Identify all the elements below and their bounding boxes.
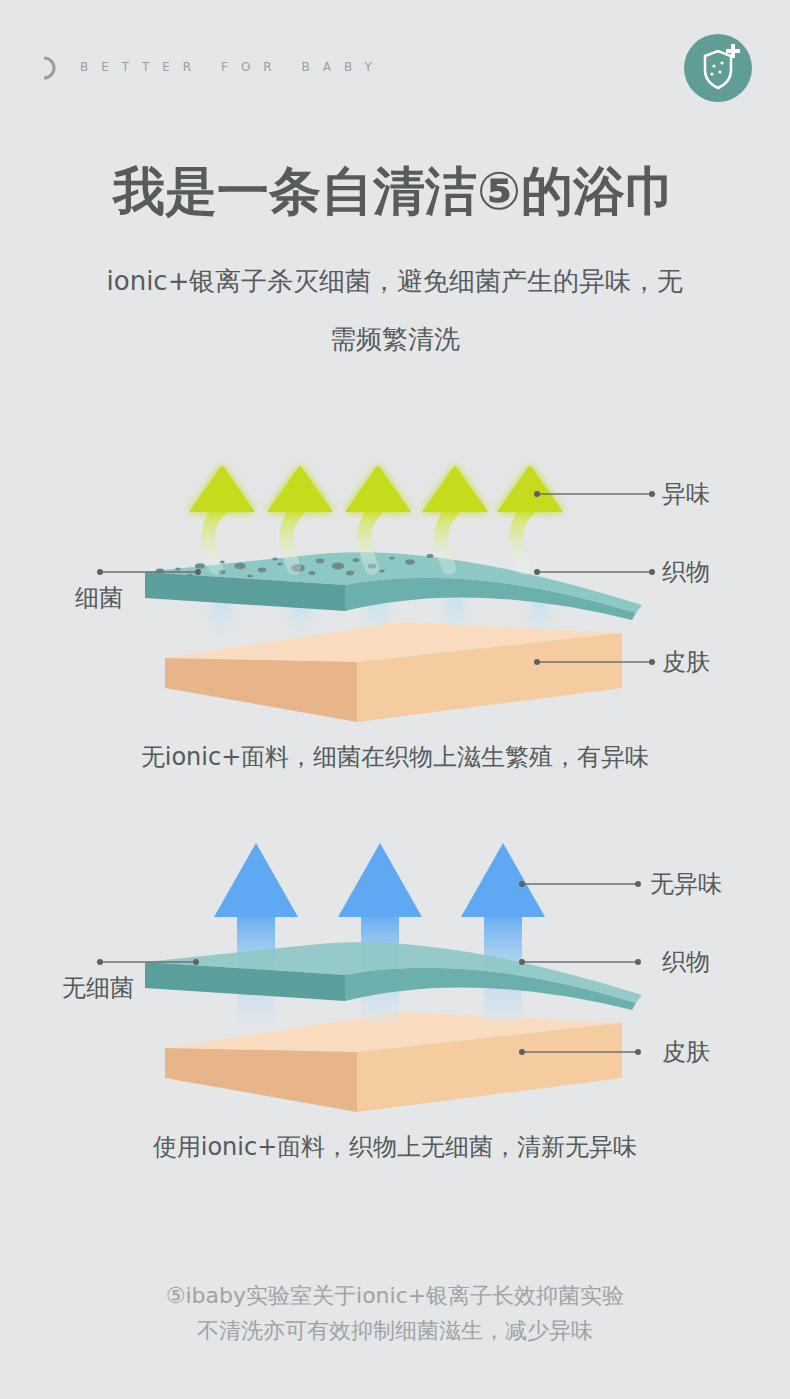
leader-line: [519, 881, 641, 887]
footnote: 不清洗亦可有效抑制细菌滋生，减少异味: [0, 1318, 790, 1344]
bacterium: [379, 569, 385, 572]
callout-label: 无细菌: [62, 974, 134, 1003]
page-title: 我是一条自清洁⑤的浴巾: [0, 160, 790, 222]
fabric-front: [145, 572, 345, 611]
bacterium: [277, 562, 283, 565]
skin-right: [357, 1023, 622, 1112]
callout-label: 异味: [662, 480, 710, 509]
odour-arrow: [267, 465, 333, 568]
skin-left: [165, 658, 357, 722]
bacterium: [309, 571, 316, 575]
diagram-with-ionic: [145, 843, 642, 1112]
logo-mark: [44, 58, 54, 78]
diagram-without-ionic: [145, 465, 642, 722]
leader-line: [534, 491, 655, 497]
callout-label: 织物: [662, 558, 710, 587]
bacterium: [175, 567, 181, 570]
skin-right: [357, 633, 622, 722]
callout-label: 织物: [662, 948, 710, 977]
fresh-air-arrow: [461, 843, 545, 1024]
odour-arrow: [497, 465, 563, 568]
callout-label: 皮肤: [662, 648, 710, 677]
leader-line: [97, 959, 199, 965]
callout-label: 细菌: [75, 584, 123, 613]
shield-icon: [684, 34, 752, 102]
bacterium: [427, 554, 434, 558]
bacterium: [316, 559, 324, 564]
figure-caption: 使用ionic+面料，织物上无细菌，清新无异味: [0, 1133, 790, 1162]
leader-line: [97, 569, 201, 575]
odour-arrow: [345, 465, 411, 568]
footnote: ⑤ibaby实验室关于ionic+银离子长效抑菌实验: [0, 1283, 790, 1309]
bacterium: [332, 562, 345, 569]
bacterium: [346, 571, 354, 576]
bacterium: [353, 558, 360, 562]
figure-caption: 无ionic+面料，细菌在织物上滋生繁殖，有异味: [0, 743, 790, 772]
callout-label: 皮肤: [662, 1038, 710, 1067]
bacterium: [272, 557, 278, 560]
leader-line: [519, 1049, 641, 1055]
bacterium: [247, 574, 253, 577]
bacterium: [258, 568, 266, 573]
subtitle: ionic+银离子杀灭细菌，避免细菌产生的异味，无需频繁清洗: [95, 252, 695, 368]
fabric-edge: [345, 578, 636, 620]
bacterium: [389, 556, 395, 559]
bacterium: [405, 559, 415, 565]
skin-left: [165, 1048, 357, 1112]
leader-line: [519, 959, 641, 965]
leader-lines: [97, 491, 655, 1055]
brand-tagline: BETTER FOR BABY: [80, 60, 385, 74]
bacterium: [195, 563, 205, 569]
leader-line: [534, 569, 655, 575]
callout-label: 无异味: [650, 870, 722, 899]
odour-arrow: [422, 465, 488, 568]
odour-arrow: [189, 465, 255, 568]
fabric-edge: [345, 968, 636, 1010]
leader-line: [534, 659, 655, 665]
bacterium: [234, 563, 245, 569]
bacterium: [187, 573, 193, 576]
fabric-front: [145, 962, 345, 1001]
